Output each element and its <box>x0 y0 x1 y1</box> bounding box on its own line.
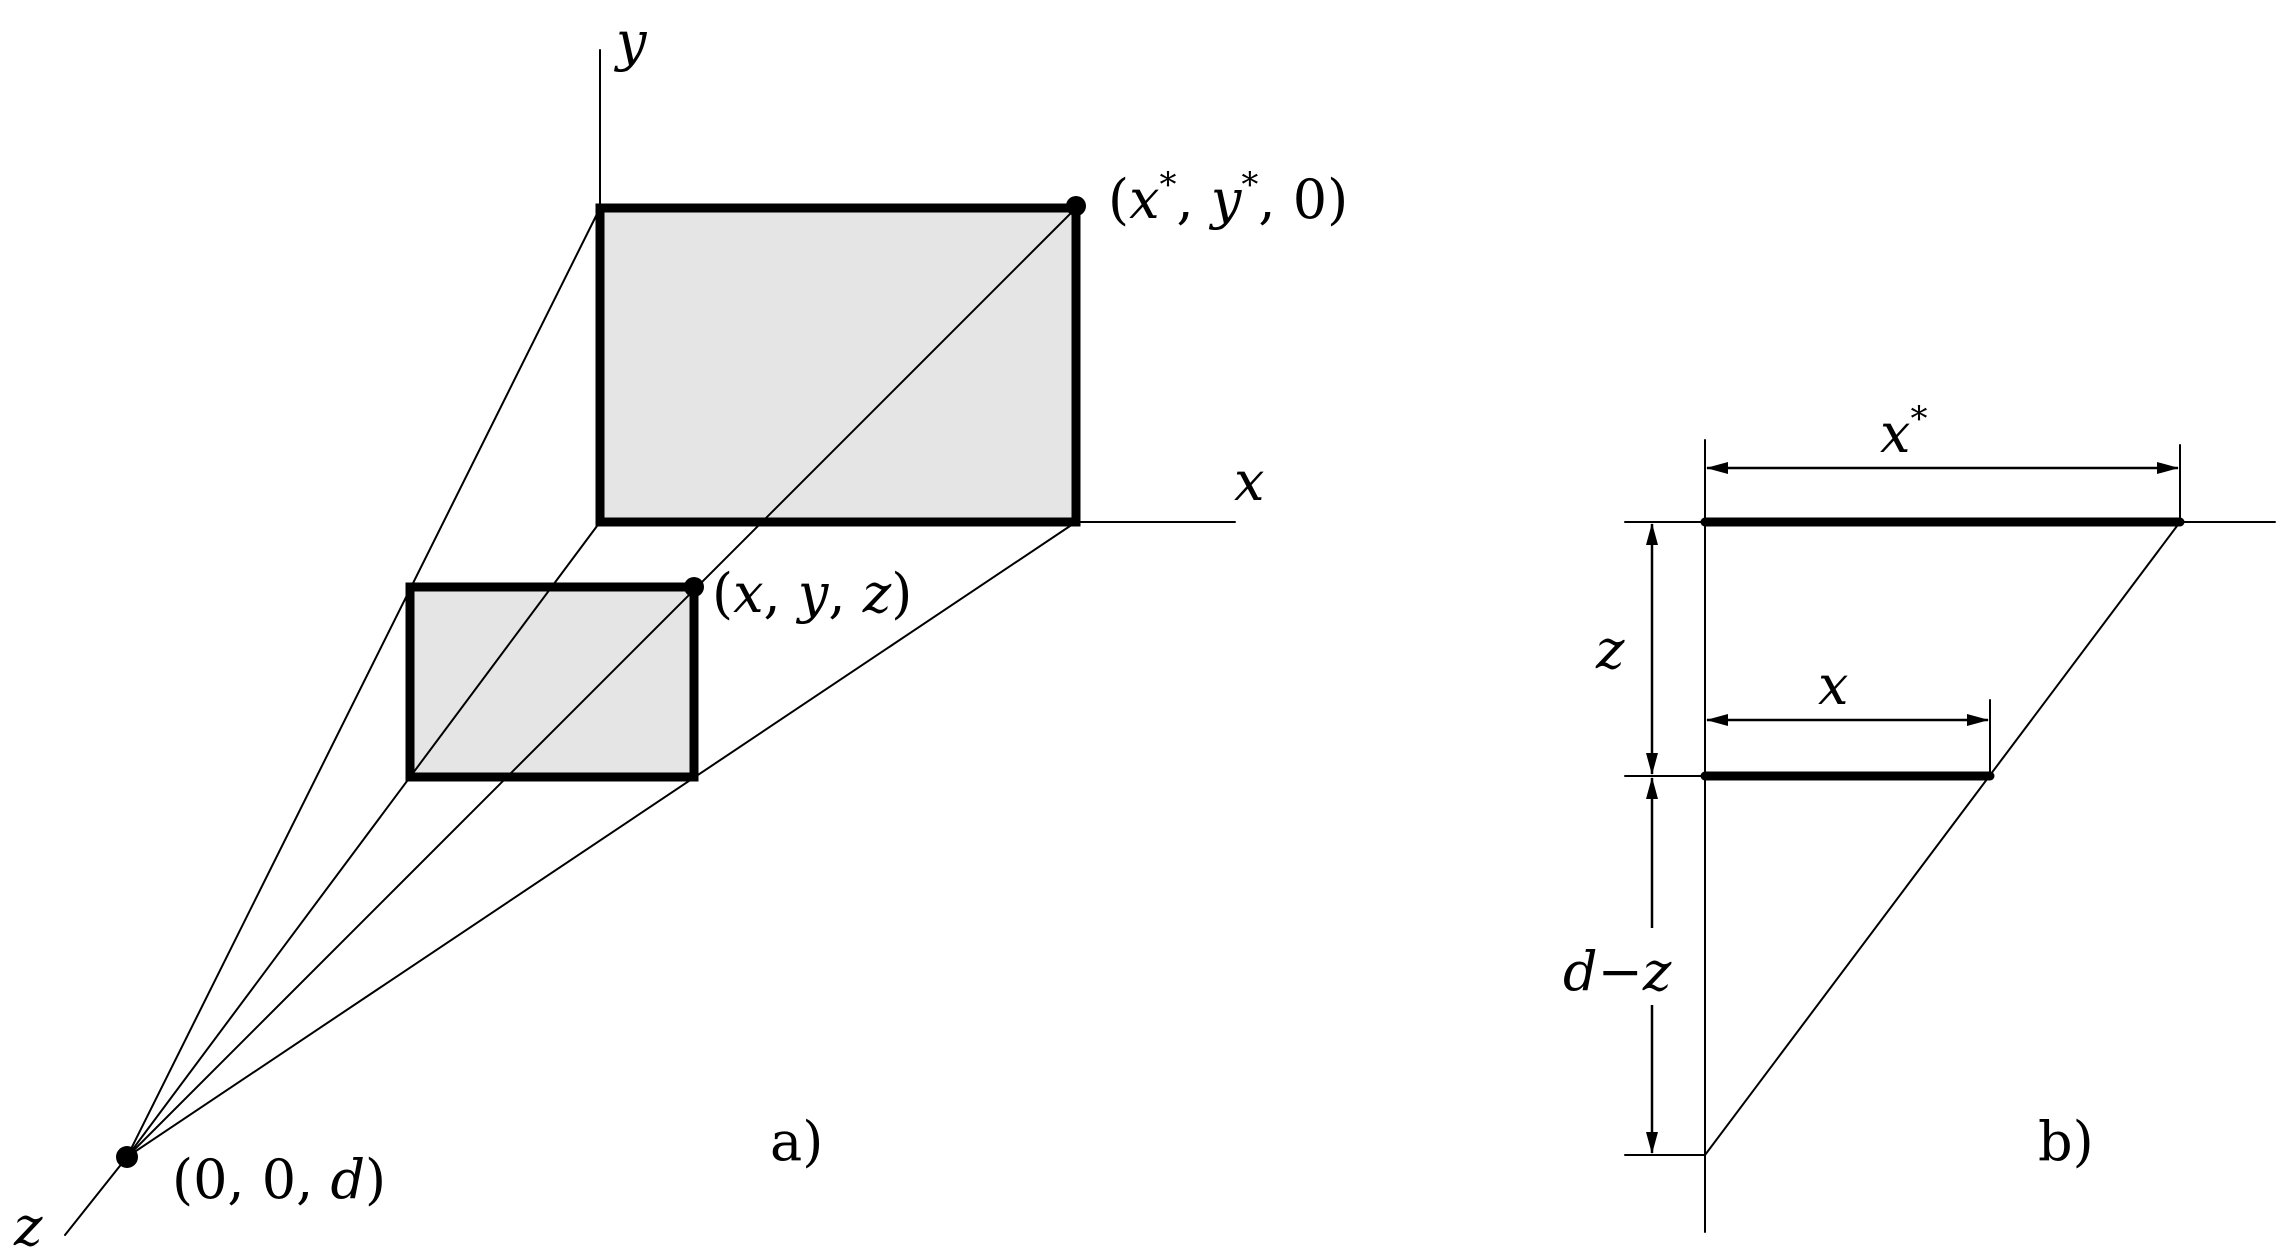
near-rectangle <box>405 582 699 782</box>
projection-line-far-top-right <box>126 207 1077 1158</box>
projection-line-far-top-left <box>126 207 601 1158</box>
panel-a: y x z (x*, y*, 0) (x, y, z) (0, 0, d) a) <box>13 10 1348 1258</box>
b-z-label: z <box>1595 618 1625 681</box>
projection-line-far-bottom-left <box>126 521 601 1158</box>
y-axis-label: y <box>614 10 648 73</box>
x-axis-label: x <box>1234 450 1264 513</box>
b-d-minus-z-label: d−z <box>1563 940 1672 1003</box>
far-corner-point <box>1066 196 1086 216</box>
panel-b-caption: b) <box>2038 1110 2094 1173</box>
panel-a-caption: a) <box>770 1110 823 1173</box>
z-axis <box>64 1156 128 1236</box>
b-projection-line <box>1704 521 2181 1156</box>
near-point-label: (x, y, z) <box>712 562 912 625</box>
b-x-star-label: x* <box>1880 399 1927 465</box>
far-point-label: (x*, y*, 0) <box>1108 165 1348 231</box>
b-x-label: x <box>1818 654 1848 717</box>
far-rectangle <box>595 203 1081 527</box>
projection-line-far-bottom-right <box>126 521 1077 1158</box>
eye-point <box>116 1146 138 1168</box>
panel-b: x* x z d−z b) <box>1563 399 2276 1233</box>
z-axis-label: z <box>13 1195 43 1258</box>
eye-point-label: (0, 0, d) <box>172 1148 386 1211</box>
near-corner-point <box>684 577 704 597</box>
